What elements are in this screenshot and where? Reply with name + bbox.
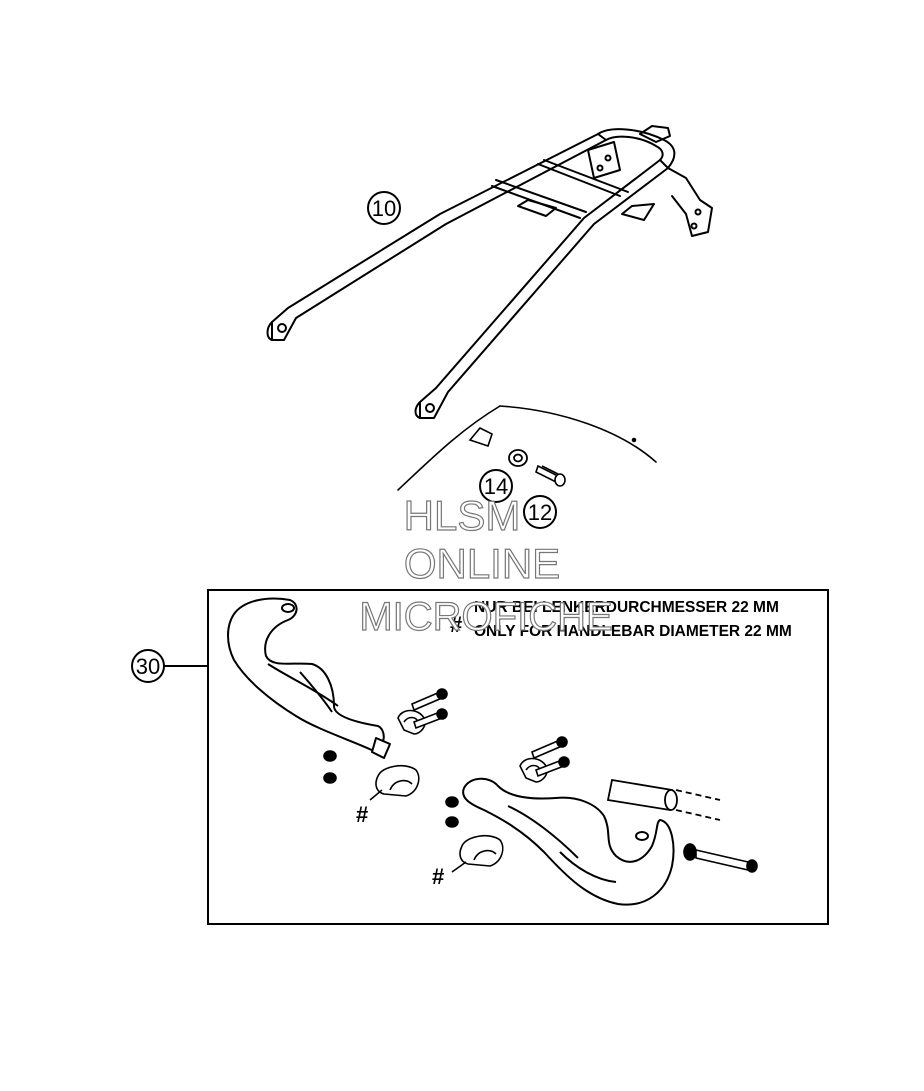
note-line-en: ONLY FOR HANDLEBAR DIAMETER 22 MM (474, 623, 792, 640)
watermark: HLSM ONLINE MICROFICHE (359, 491, 614, 639)
watermark-line-1: HLSM (404, 492, 521, 539)
note-marker: # (450, 612, 462, 637)
watermark-line-3: MICROFICHE (359, 595, 612, 639)
callout-30-label: 30 (136, 654, 160, 679)
callout-10-label: 10 (372, 196, 396, 221)
left-clamp-hardware (323, 688, 448, 801)
right-handguard (462, 777, 675, 906)
bolt-part-12 (535, 464, 566, 487)
nut-part-14 (508, 449, 528, 467)
callout-10: 10 (367, 191, 401, 225)
note-line-de: NUR BEI LENKERDURCHMESSER 22 MM (474, 599, 779, 616)
callout-12-label: 12 (528, 500, 552, 525)
right-clamp-hardware (445, 736, 758, 873)
rear-rack (266, 125, 713, 419)
watermark-line-2: ONLINE (404, 540, 560, 587)
callout-14: 14 (479, 469, 513, 503)
hash-marker-left: # (356, 802, 368, 827)
callout-30: 30 (131, 649, 208, 683)
left-handguard (227, 597, 391, 759)
fender-section (397, 405, 657, 491)
handlebar-grip (606, 778, 721, 821)
callout-14-label: 14 (484, 474, 508, 499)
hash-marker-right: # (432, 864, 444, 889)
handguard-box (207, 589, 829, 925)
callout-12: 12 (523, 495, 557, 529)
